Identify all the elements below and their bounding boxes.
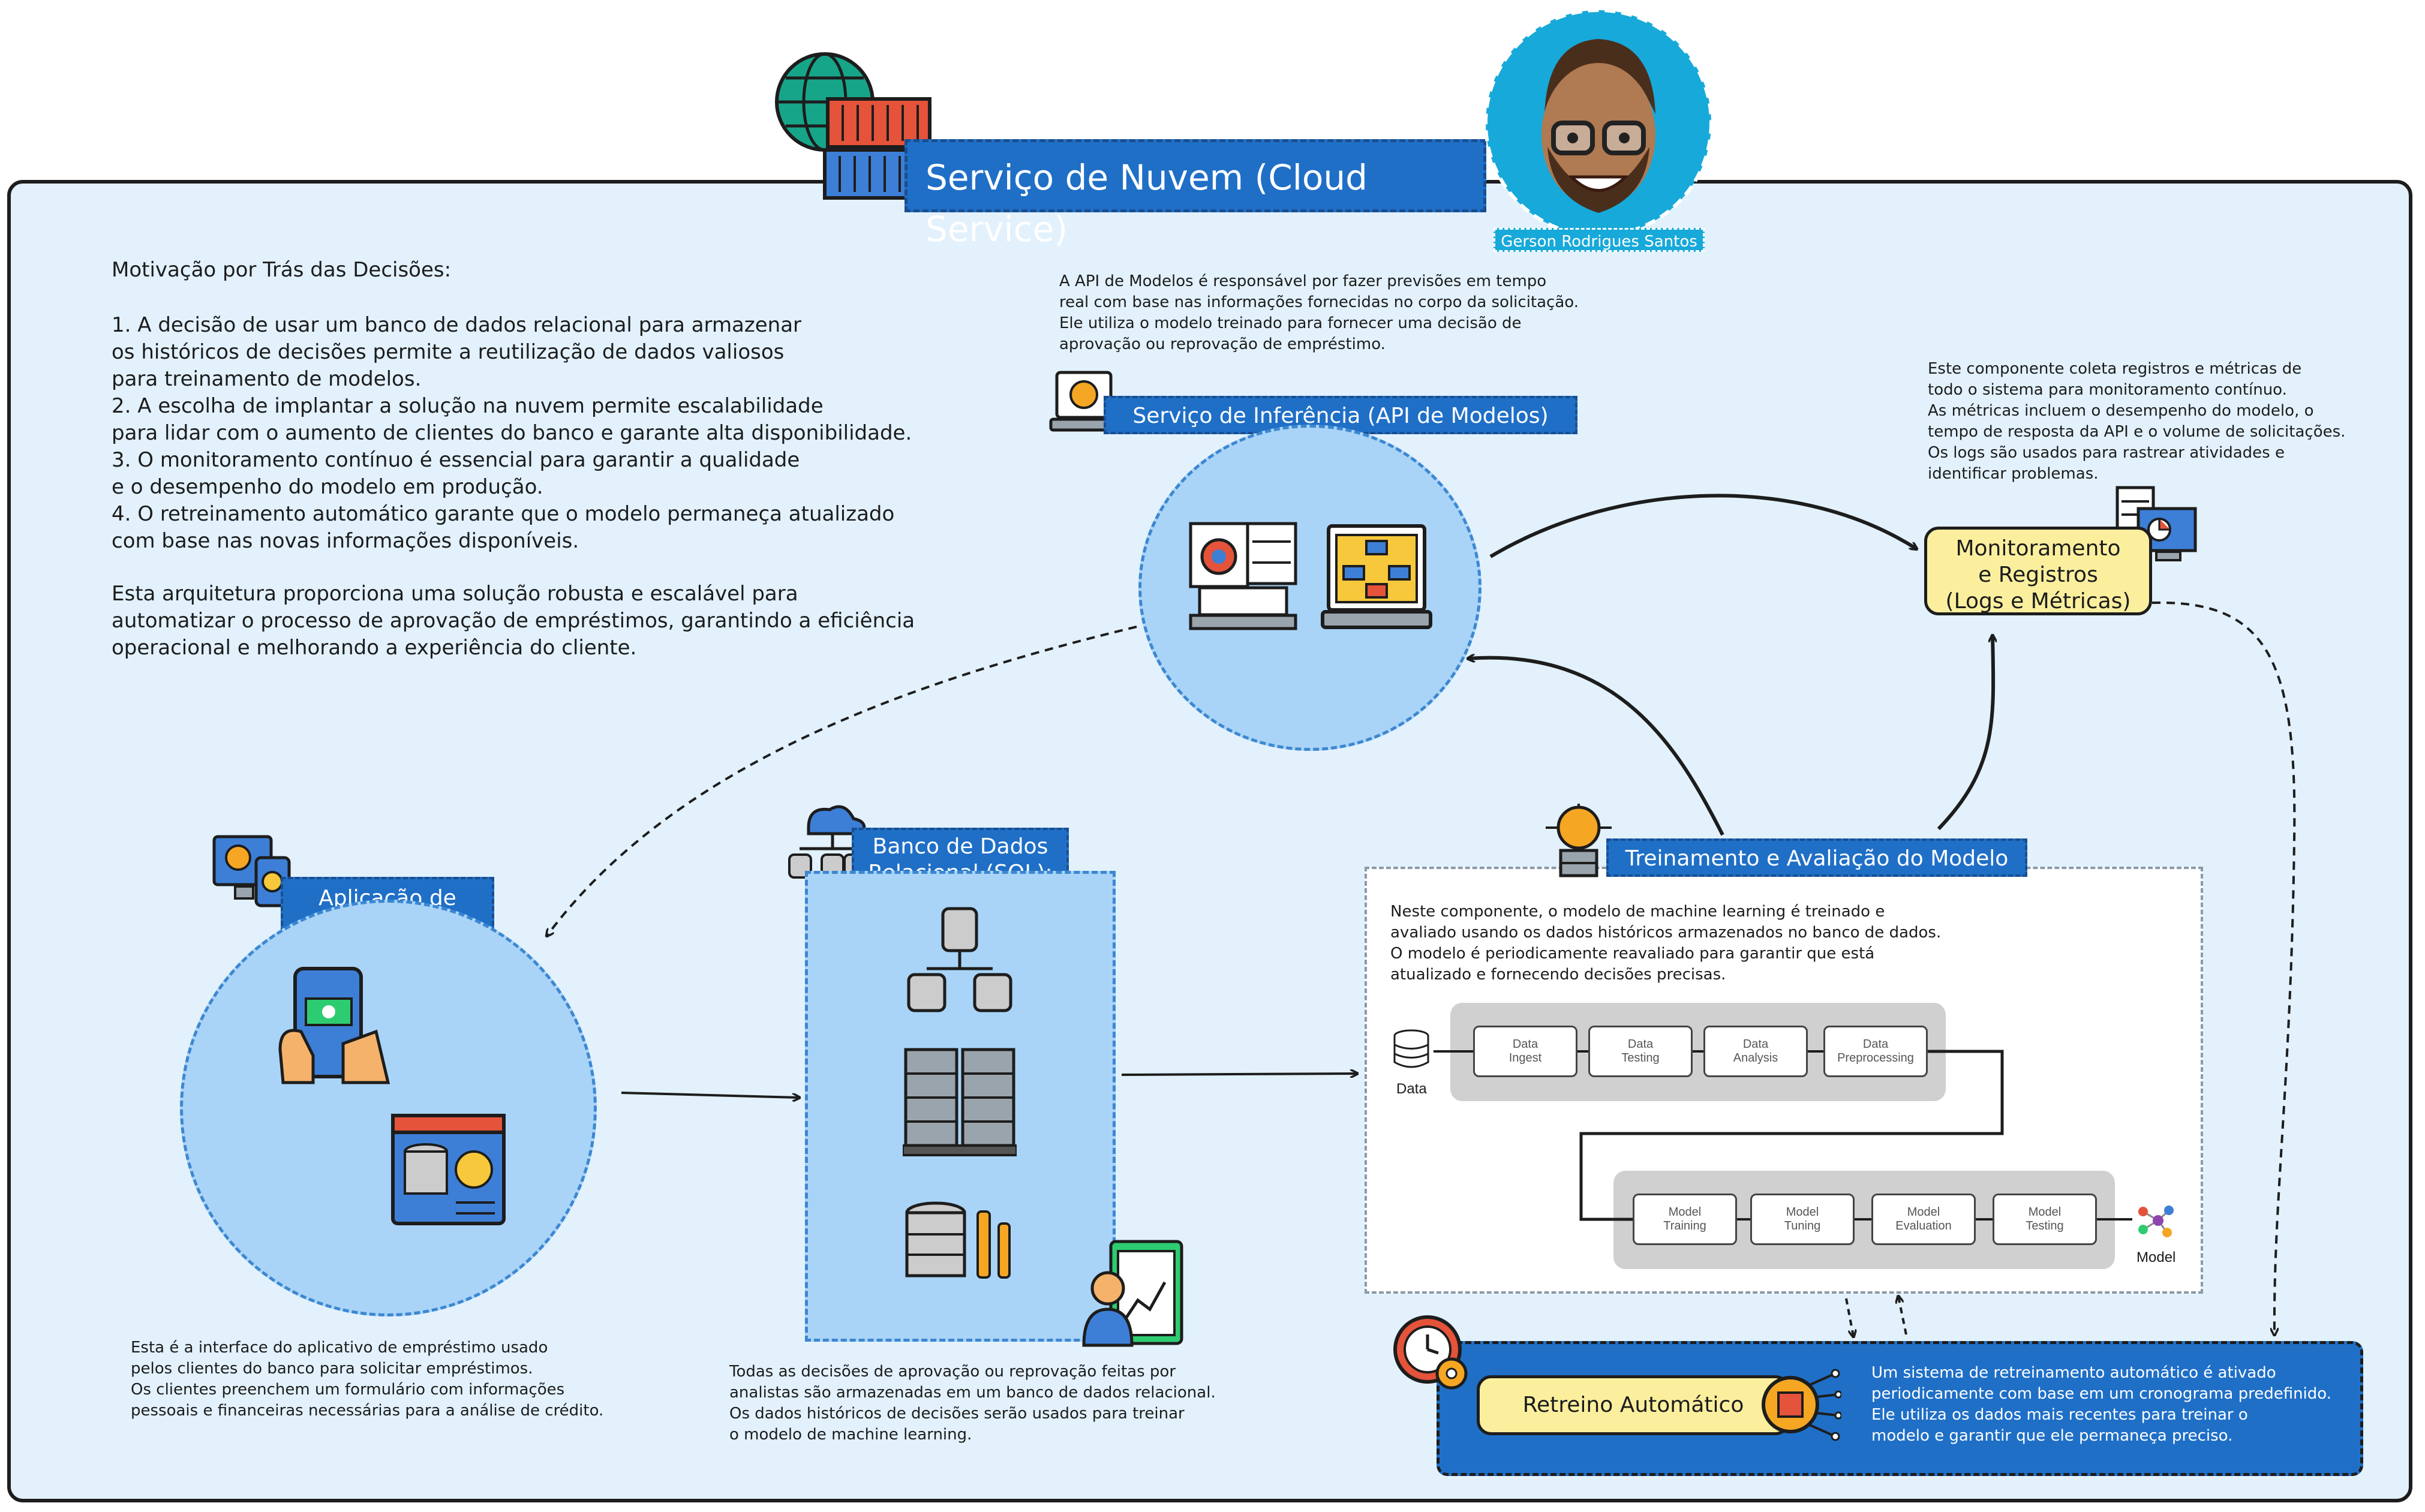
data-ingest-step: Data Ingest <box>1473 1026 1577 1077</box>
loan-app-description: Esta é a interface do aplicativo de empr… <box>131 1339 604 1420</box>
loan-app-circle <box>180 900 597 1316</box>
database-description: Todas as decisões de aprovação ou reprov… <box>729 1363 1216 1444</box>
mobile-payment-icon <box>277 966 391 1086</box>
motivation-point-1: 1. A decisão de usar um banco de dados r… <box>112 313 802 391</box>
inference-description: A API de Modelos é responsável por fazer… <box>1059 272 1579 353</box>
training-label: Treinamento e Avaliação do Modelo <box>1606 838 2027 877</box>
author-badge: Gerson Rodrigues Santos <box>1494 228 1705 252</box>
model-testing-step: Model Testing <box>1993 1194 2097 1245</box>
retrain-description: Um sistema de retreinamento automático é… <box>1871 1364 2331 1445</box>
model-label: Model <box>2136 1249 2176 1265</box>
laptop-flowchart-icon <box>1320 523 1434 637</box>
motivation-conclusion: Esta arquitetura proporciona uma solução… <box>112 582 915 660</box>
model-tuning-step: Model Tuning <box>1750 1194 1855 1245</box>
data-preprocessing-step: Data Preprocessing <box>1823 1026 1928 1077</box>
model-training-step: Model Training <box>1633 1194 1737 1245</box>
model-network-icon <box>2134 1200 2176 1242</box>
monitoring-description: Este componente coleta registros e métri… <box>1928 360 2346 483</box>
motivation-point-4: 4. O retreinamento automático garante qu… <box>112 502 895 553</box>
brain-server-icon <box>1543 804 1615 879</box>
server-analytics-icon <box>1188 521 1299 635</box>
motivation-heading: Motivação por Trás das Decisões: <box>112 258 452 282</box>
monitoring-box: Monitoramento e Registros (Logs e Métric… <box>1924 527 2152 615</box>
monitoring-dashboard-icon <box>2114 485 2199 566</box>
database-dashboard-icon <box>390 1113 507 1227</box>
data-testing-step: Data Testing <box>1588 1026 1693 1077</box>
finance-monitor-icon <box>211 834 292 909</box>
clock-gear-icon <box>1392 1313 1470 1391</box>
server-rack-icon <box>903 1047 1017 1158</box>
data-cylinder-icon <box>1392 1029 1431 1069</box>
model-evaluation-step: Model Evaluation <box>1871 1194 1976 1245</box>
retrain-box: Retreino Automático <box>1477 1375 1790 1435</box>
analyst-report-icon <box>1081 1234 1186 1348</box>
data-analysis-step: Data Analysis <box>1703 1026 1808 1077</box>
motivation-point-3: 3. O monitoramento contínuo é essencial … <box>112 448 800 499</box>
page-title: Serviço de Nuvem (Cloud Service) <box>905 139 1486 250</box>
data-label: Data <box>1396 1081 1427 1097</box>
training-description: Neste componente, o modelo de machine le… <box>1390 903 1942 984</box>
chip-icon <box>1751 1361 1841 1448</box>
avatar <box>1482 6 1715 240</box>
database-tools-icon <box>903 1200 1020 1283</box>
laptop-brain-icon <box>1048 369 1119 438</box>
database-network-icon <box>906 906 1014 1014</box>
motivation-point-2: 2. A escolha de implantar a solução na n… <box>112 394 912 445</box>
